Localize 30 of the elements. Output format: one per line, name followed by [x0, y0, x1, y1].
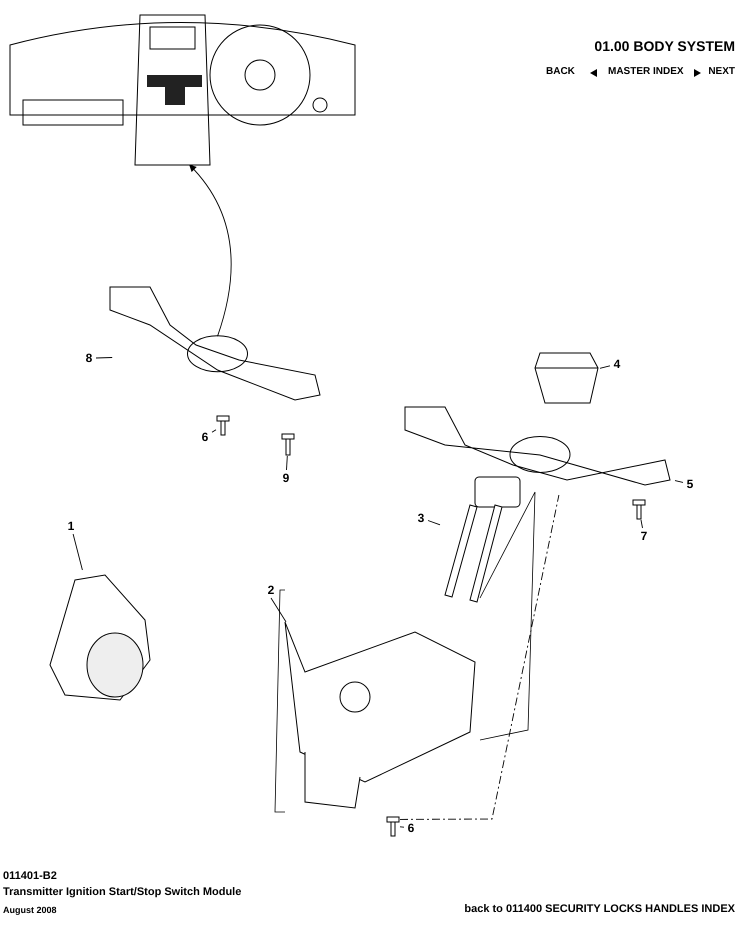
nav-link: BACK — [546, 66, 575, 77]
leader-line — [428, 520, 440, 526]
nav-link: NEXT — [708, 66, 735, 77]
callout-number: 7 — [637, 528, 651, 544]
nav-link: MASTER INDEX — [608, 66, 684, 77]
leader-line — [600, 365, 610, 369]
callout-number: 3 — [414, 510, 428, 526]
alignment-line — [400, 494, 560, 820]
callout-number: 6 — [404, 820, 418, 836]
callout-number: 8 — [82, 350, 96, 366]
section-title: 01.00 BODY SYSTEM — [594, 38, 735, 54]
leader-line — [640, 520, 643, 528]
leader-line — [212, 429, 216, 433]
leader-line — [96, 357, 113, 358]
leader-line — [270, 598, 286, 622]
callout-number: 1 — [64, 518, 78, 534]
part-description: Transmitter Ignition Start/Stop Switch Module — [3, 886, 242, 898]
leader-line — [72, 534, 83, 570]
callout-number: 6 — [198, 429, 212, 445]
part-number: 011401-B2 — [3, 870, 57, 882]
callout-number: 5 — [683, 476, 697, 492]
leader-line — [674, 480, 684, 483]
callout-number: 9 — [279, 470, 293, 486]
arrow — [189, 164, 232, 337]
callout-number: 4 — [610, 356, 624, 372]
index-link: back to 011400 SECURITY LOCKS HANDLES INDEX — [464, 903, 735, 915]
date: August 2008 — [3, 905, 57, 915]
leader-line — [400, 826, 404, 828]
callout-number: 2 — [264, 582, 278, 598]
leader-line — [286, 456, 288, 470]
